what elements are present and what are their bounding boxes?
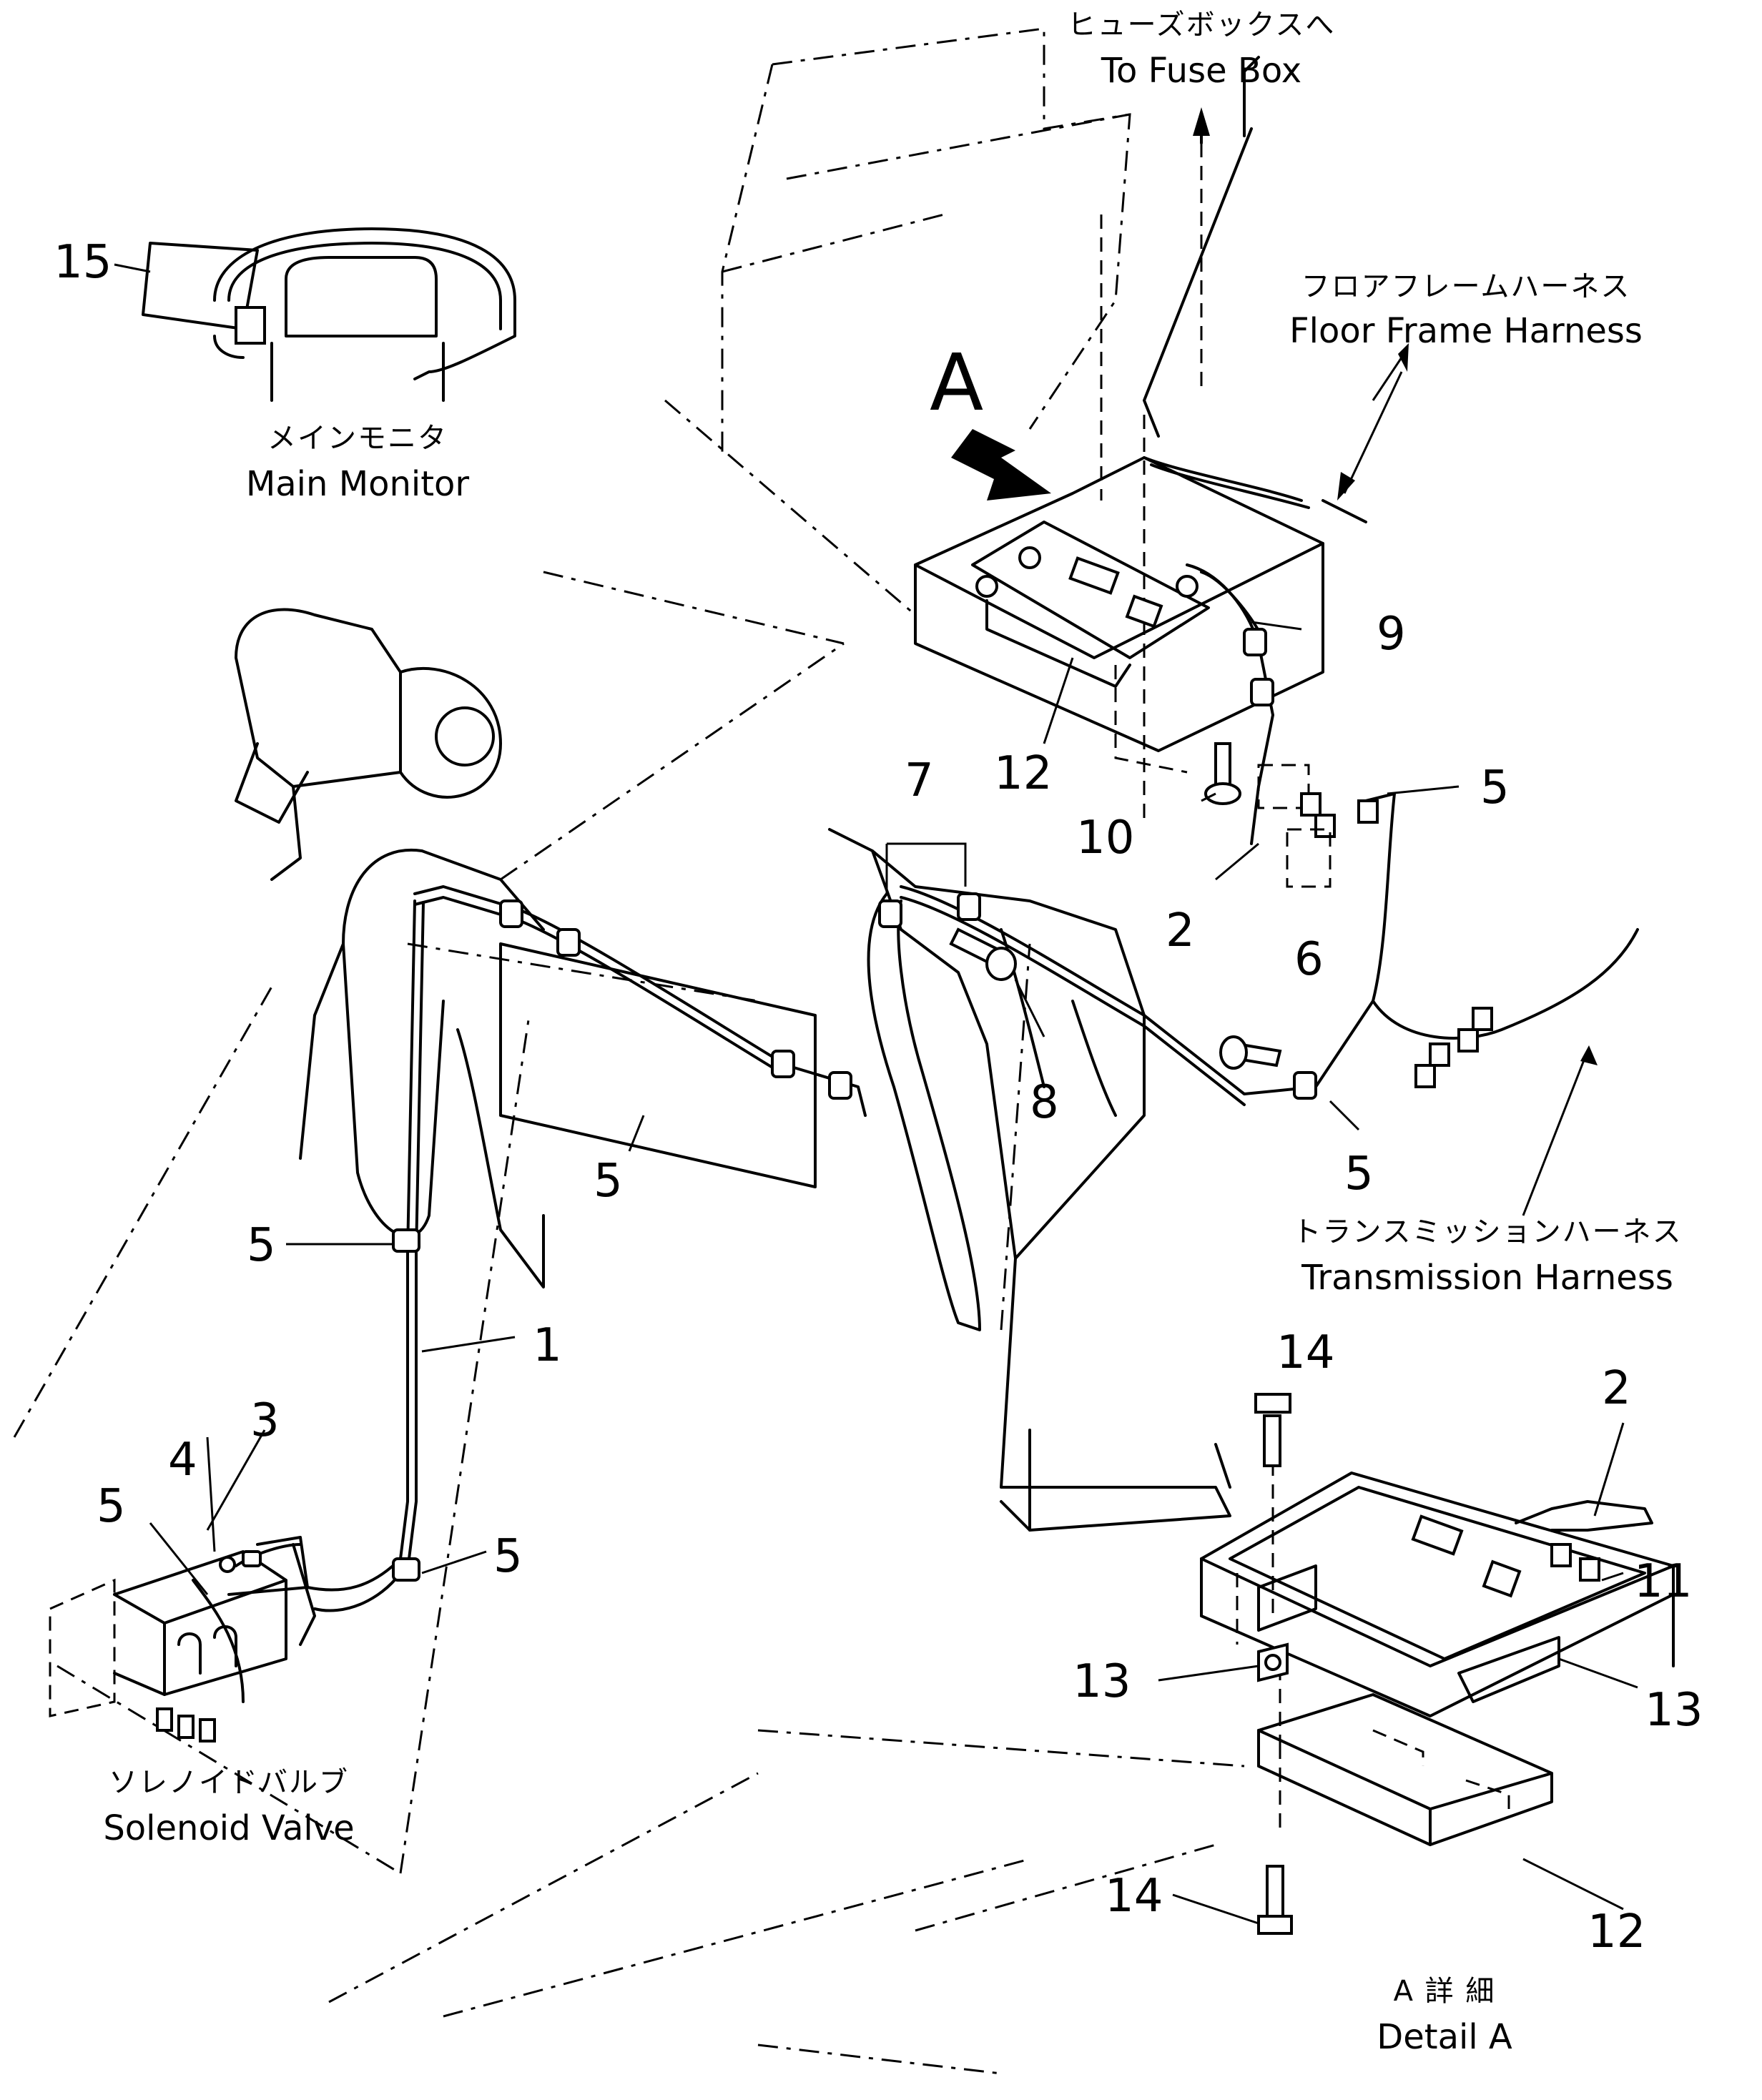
fuse-box-label-ja: ヒューズボックスへ [1067,9,1336,41]
clamps [392,628,1317,1582]
floor-frame-harness-label-ja: フロアフレームハーネス [1301,270,1631,303]
part-number-5-left: 5 [247,1219,276,1272]
bolts [949,742,1282,1070]
part-number-7: 7 [905,754,934,807]
part-number-15: 15 [54,236,112,289]
transmission-harness-label-ja: トランスミッションハーネス [1292,1216,1683,1248]
part-number-14-upper: 14 [1276,1326,1335,1379]
solenoid-valve-label-en: Solenoid Valve [103,1808,355,1848]
part-number-9: 9 [1377,608,1406,661]
boom-structure [235,608,1231,1532]
leader-lines [114,263,1638,1925]
solenoid-valve-sketch [49,1536,309,1742]
part-number-12-upper: 12 [994,747,1053,800]
main-monitor-sketch [142,227,516,402]
main-monitor-label-ja: メインモニタ [267,422,448,455]
part-number-13-right: 13 [1645,1684,1703,1737]
controller-box-upper [914,456,1324,774]
part-number-12-lower: 12 [1588,1906,1646,1958]
detail-a-label-en: Detail A [1377,2017,1512,2057]
part-number-5-lower-wire: 5 [493,1530,523,1583]
part-number-2-lower: 2 [1602,1362,1631,1415]
connector-bracket [1257,764,1493,1088]
part-number-11: 11 [1634,1555,1693,1608]
part-number-4: 4 [168,1434,197,1487]
part-number-6: 6 [1294,933,1324,986]
part-number-5-lower-right: 5 [1344,1148,1374,1201]
part-number-5-solenoid: 5 [97,1480,126,1533]
detail-a-exploded [1200,1393,1675,1935]
transmission-harness-label-en: Transmission Harness [1301,1258,1673,1298]
harness-wires [227,56,1639,1646]
part-number-14-lower: 14 [1105,1870,1163,1923]
floor-frame-harness-label-en: Floor Frame Harness [1289,311,1643,351]
part-number-10: 10 [1076,812,1135,864]
view-marker-a: A [930,337,984,428]
detail-a-label-ja: A 詳 細 [1393,1975,1496,2008]
part-number-3: 3 [250,1394,280,1447]
main-monitor-label-en: Main Monitor [245,464,470,504]
chassis-outline [13,27,1245,2075]
part-number-2-upper: 2 [1166,904,1195,957]
part-number-5-middle: 5 [594,1155,623,1208]
solenoid-valve-label-ja: ソレノイドバルブ [109,1766,349,1799]
part-number-5-upper-right: 5 [1480,761,1510,814]
fuse-box-label-en: To Fuse Box [1101,51,1302,91]
part-number-8: 8 [1030,1076,1059,1129]
part-number-1: 1 [533,1319,562,1372]
part-number-13-left: 13 [1073,1655,1131,1708]
